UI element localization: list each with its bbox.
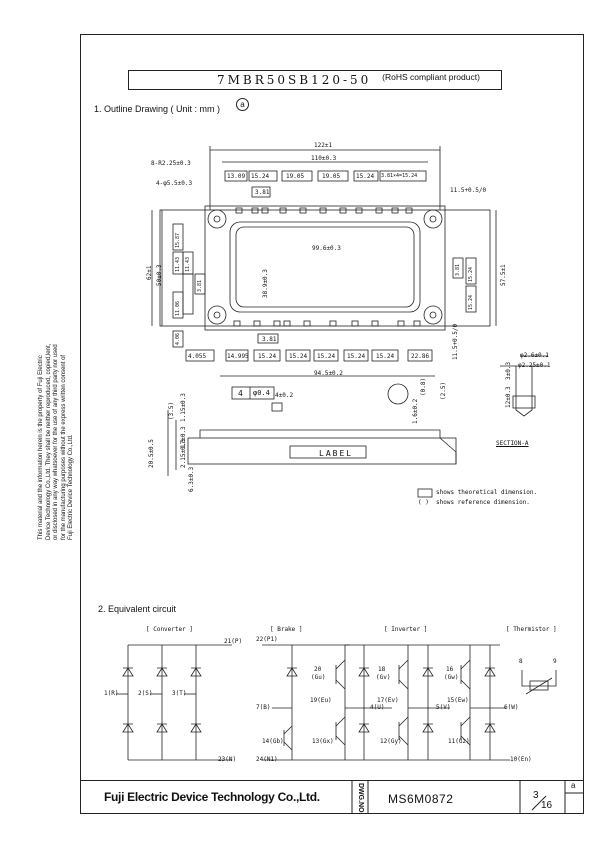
edge-dim: 11.5+0.5/0 [450,187,487,194]
pin-10: 10(En) [510,756,532,763]
pin-1: 1(R) [104,690,119,697]
pin-19: 19(Eu) [310,697,332,704]
bottom-dim-381: 3.81 [262,336,277,343]
pin-11: 11(Gz) [448,738,470,745]
legend-theoretical: shows theoretical dimension. [436,489,538,496]
pin-8: 8 [519,658,523,665]
top-dim-6: 3.81×4=15.24 [381,173,418,179]
brake-circuit [272,645,298,760]
top-dim-1: 13.09 [227,173,246,180]
bottom-dim-8: 22.86 [411,353,430,360]
top-dim-381: 3.81 [255,189,270,196]
module-body [159,209,491,327]
bottom-dim-1: 4.055 [188,353,207,360]
group-converter: [ Converter ] [146,626,193,633]
top-dim-4: 19.05 [322,173,341,180]
pin-4: 4(U) [370,704,385,711]
center-width: 99.6±0.3 [312,245,341,252]
section-a-title: SECTION-A [496,440,529,447]
pin-detail [500,355,548,417]
thermistor [521,670,557,695]
pin-14: 14(Gb) [262,738,284,745]
length-945: 94.5±0.2 [314,370,343,377]
pins-bottom [233,320,421,327]
pin-23: 23(N) [218,756,237,763]
pin-9: 9 [553,658,557,665]
pin-18: 18 [378,666,386,673]
group-brake: [ Brake ] [270,626,303,633]
bottom-dim-6: 15.24 [347,353,366,360]
title-box: 7MBR50SB120-50 (RoHS compliant product) [128,70,502,90]
dim-overall: 122±1 [314,142,333,149]
left-dim-boxes [172,223,206,319]
pin-3: 3(T) [172,690,187,697]
top-dim-2: 15.24 [251,173,270,180]
drawing-frame [80,34,584,814]
tolerance-value: φ0.4 [253,389,270,397]
dim-hole-radius: 8-R2.25±0.3 [151,160,191,167]
legend-bracket: ( ) [418,499,429,506]
revision-circle-mark: a [236,98,249,111]
group-inverter: [ Inverter ] [384,626,428,633]
pin-20-sub: (Gu) [311,674,326,681]
module-window [229,221,421,313]
pin-15: 15(Ew) [447,697,469,704]
legend-reference: shows reference dimension. [436,499,530,506]
pin-2: 2(S) [138,690,153,697]
side-dim-7: 4±0.2 [275,392,294,399]
pin-5: 5(V) [436,704,451,711]
page-number: 3 [533,790,539,801]
dwg-label: DWG.NO. [357,783,364,815]
pin-13: 13(Gx) [312,738,334,745]
pin-6: 6(W) [504,704,519,711]
bottom-dim-boxes [172,330,433,362]
dim-inner: 110±0.3 [311,155,337,162]
pin-17: 17(Ev) [377,697,399,704]
revision-letter: a [571,781,576,790]
right-dim-boxes [452,257,477,313]
top-dim-3: 19.05 [286,173,305,180]
pin-20: 20 [314,666,322,673]
drawing-number: MS6M0872 [388,792,454,806]
top-dim-5: 15.24 [356,173,375,180]
pin-16-sub: (Gw) [444,674,459,681]
pin-12: 12(Gy) [380,738,402,745]
pin-21: 21(P) [224,638,243,645]
dim-hole-dia: 4-φ5.5±0.3 [156,180,193,187]
bottom-dim-7: 15.24 [376,353,395,360]
pins-top [235,207,413,214]
bottom-dim-3: 15.24 [258,353,277,360]
side-view [167,383,457,476]
outline-heading: 1. Outline Drawing ( Unit : mm ) [94,104,221,114]
module-outline [204,205,446,331]
bottom-dim-2: 14.995 [227,353,249,360]
bottom-dim-4: 15.24 [289,353,308,360]
label-text: LABEL [319,449,354,458]
pin-18-sub: (Gv) [376,674,391,681]
bottom-dim-5: 15.24 [317,353,336,360]
pin-dim-1: φ2.6±0.1 [520,352,549,359]
pin-24: 24(N1) [256,756,278,763]
pin-7: 7(B) [256,704,271,711]
legend-box [417,488,433,498]
page-total: 16 [541,800,553,811]
pin-22: 22(P1) [256,636,278,643]
group-thermistor: [ Thermistor ] [506,626,557,633]
company-name: Fuji Electric Device Technology Co.,Ltd. [104,790,320,804]
part-number: 7MBR50SB120-50 [217,73,372,87]
equivalent-heading: 2. Equivalent circuit [98,604,177,614]
title-block [80,780,584,815]
datum-number: 4 [238,389,243,398]
pin-16: 16 [446,666,454,673]
top-dim-boxes [224,170,427,198]
pin-dim-2: φ2.25±0.1 [518,362,551,369]
inverter-legs [335,644,506,760]
converter-bridge [116,644,232,761]
rohs-note: (RoHS compliant product) [382,72,480,82]
